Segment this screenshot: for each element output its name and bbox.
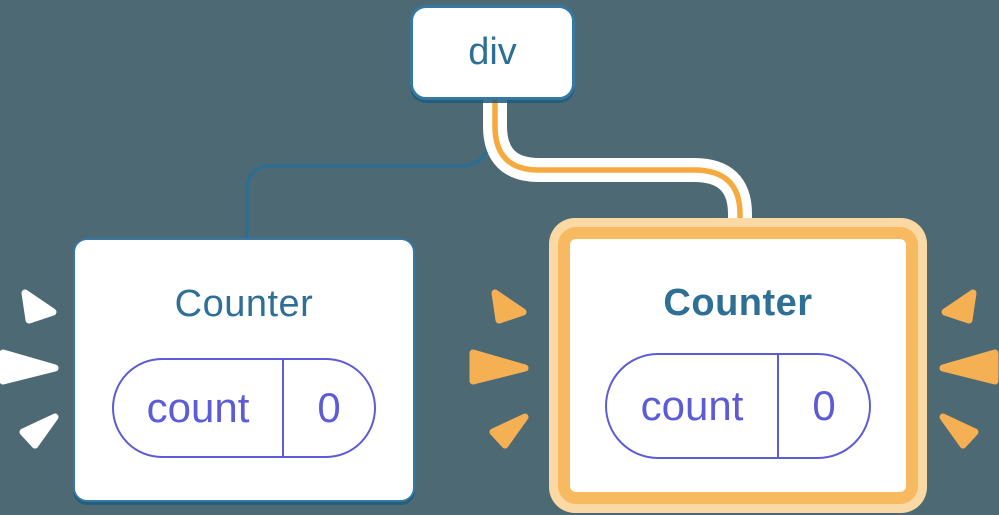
- tree-edge-left-icon: [245, 100, 492, 242]
- burst-right-card-right-icon: [939, 289, 999, 449]
- state-pill: count 0: [605, 353, 871, 459]
- counter-title: Counter: [663, 282, 813, 324]
- tree-edge-right-outline-icon: [483, 94, 752, 232]
- root-node-label: div: [468, 31, 517, 73]
- state-pill: count 0: [112, 358, 376, 458]
- counter-title: Counter: [174, 283, 314, 325]
- burst-ray-icon: [491, 289, 527, 324]
- burst-ray-icon: [21, 289, 57, 324]
- state-key: count: [640, 382, 744, 429]
- burst-ray-icon: [939, 349, 999, 385]
- burst-ray-icon: [489, 413, 529, 449]
- state-value: 0: [282, 360, 374, 456]
- burst-ray-icon: [939, 413, 979, 449]
- state-key: count: [146, 384, 250, 431]
- counter-card-right: Counter count 0: [558, 227, 918, 504]
- counter-card-left: Counter count 0: [73, 238, 415, 502]
- burst-ray-icon: [941, 289, 977, 324]
- tree-edge-right-icon: [492, 94, 743, 232]
- counter-card-right-highlight-ring: Counter count 0: [549, 218, 927, 513]
- root-node-div: div: [410, 5, 575, 100]
- burst-ray-icon: [19, 413, 59, 449]
- burst-ray-icon: [0, 349, 59, 385]
- burst-right-card-left-icon: [469, 289, 529, 449]
- state-value: 0: [777, 355, 869, 457]
- burst-ray-icon: [469, 349, 529, 385]
- burst-left-card-icon: [0, 289, 59, 449]
